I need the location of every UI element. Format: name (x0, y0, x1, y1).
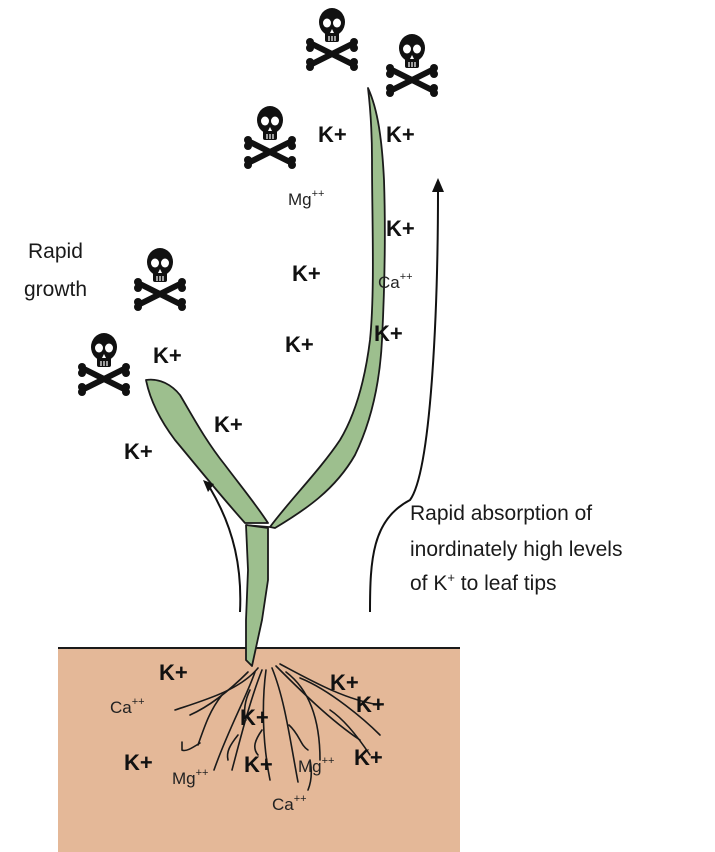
calcium-symbol: Ca (272, 795, 294, 814)
potassium-label: K+ (240, 705, 269, 730)
potassium-label: K+ (214, 412, 243, 437)
rapid-growth-label: growth (24, 278, 87, 301)
rapid-growth-label: Rapid (28, 240, 83, 263)
magnesium-symbol: Mg (288, 190, 312, 209)
potassium-label: K+ (292, 261, 321, 286)
potassium-label: K+ (374, 321, 403, 346)
calcium-symbol: Ca (110, 698, 132, 717)
caption-suffix: to leaf tips (455, 572, 557, 595)
skull-crossbones-icon (306, 8, 358, 71)
potassium-label: K+ (124, 439, 153, 464)
calcium-symbol: Ca (378, 273, 400, 292)
potassium-label: K+ (285, 332, 314, 357)
caption-sup: + (447, 570, 455, 585)
skull-crossbones-icon (386, 34, 438, 97)
caption-line: Rapid absorption of (410, 502, 592, 525)
ion-charge: ++ (132, 696, 145, 708)
ion-charge: ++ (322, 755, 335, 767)
stem-right-leaf (270, 88, 385, 528)
potassium-label: K+ (330, 670, 359, 695)
stem-left-leaf (146, 380, 268, 523)
ion-charge: ++ (294, 793, 307, 805)
ion-charge: ++ (312, 188, 325, 200)
potassium-label: K+ (356, 692, 385, 717)
caption-line: of K+ to leaf tips (410, 570, 557, 595)
magnesium-symbol: Mg (172, 769, 196, 788)
potassium-label: K+ (386, 122, 415, 147)
potassium-label: K+ (159, 660, 188, 685)
skull-crossbones-icon (134, 248, 186, 311)
calcium-label: Ca++ (378, 271, 413, 292)
potassium-label: K+ (244, 752, 273, 777)
caption-prefix: of K (410, 572, 447, 595)
plant (146, 88, 385, 666)
caption-line: inordinately high levels (410, 538, 622, 561)
skull-crossbones-icon (78, 333, 130, 396)
potassium-label: K+ (124, 750, 153, 775)
potassium-label: K+ (153, 343, 182, 368)
magnesium-label: Mg++ (288, 188, 324, 209)
skull-crossbones-icon (244, 106, 296, 169)
potassium-label: K+ (386, 216, 415, 241)
ion-charge: ++ (196, 767, 209, 779)
potassium-label: K+ (318, 122, 347, 147)
ion-charge: ++ (400, 271, 413, 283)
magnesium-symbol: Mg (298, 757, 322, 776)
potassium-label: K+ (354, 745, 383, 770)
